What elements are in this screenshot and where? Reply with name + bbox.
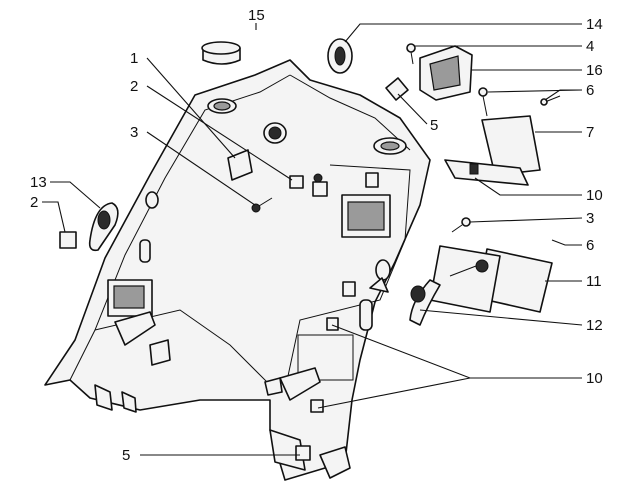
leg-shield-panel	[44, 59, 431, 481]
part-14-grommet	[327, 38, 353, 74]
part-13-handle	[88, 202, 119, 252]
callout-10-top: 10	[586, 187, 603, 204]
callout-3-right: 3	[586, 210, 594, 227]
part-15-cap	[201, 41, 241, 65]
callout-2-left: 2	[30, 194, 38, 211]
part-4-screw	[406, 43, 416, 65]
leader-lines	[42, 23, 583, 456]
callout-2-top: 2	[130, 78, 138, 95]
callout-12: 12	[586, 317, 603, 334]
part-5-clip-bottom	[295, 445, 311, 461]
part-2-clips	[289, 172, 379, 197]
part-12-plate-and-lock	[409, 245, 501, 326]
callout-6-top: 6	[586, 82, 594, 99]
callout-7: 7	[586, 124, 594, 141]
part-3-screw-a	[251, 197, 273, 213]
callout-13: 13	[30, 174, 47, 191]
part-3-screw-b	[451, 217, 471, 233]
part-6-screw-a	[478, 87, 488, 117]
callout-11: 11	[586, 273, 602, 290]
callout-10-bottom: 10	[586, 370, 603, 387]
callout-6-right: 6	[586, 237, 594, 254]
part-7-cover	[444, 115, 541, 186]
callout-1: 1	[130, 50, 138, 67]
part-2-clip-left	[59, 231, 77, 249]
callout-5-top: 5	[430, 117, 438, 134]
part-6-screw-b	[540, 95, 561, 106]
part-5-clip-top	[385, 77, 409, 101]
part-10-clips-bottom	[310, 281, 356, 413]
callout-16: 16	[586, 62, 603, 79]
callout-15: 15	[248, 7, 265, 24]
callout-3-left: 3	[130, 124, 138, 141]
part-16-bracket	[419, 45, 473, 101]
callout-14: 14	[586, 16, 603, 33]
callout-numbers: 15 14 4 16 1 2 6 5 7 3 13 2 10 3 6 11 12…	[30, 7, 603, 464]
callout-5-bottom: 5	[122, 447, 130, 464]
callout-4: 4	[586, 38, 594, 55]
